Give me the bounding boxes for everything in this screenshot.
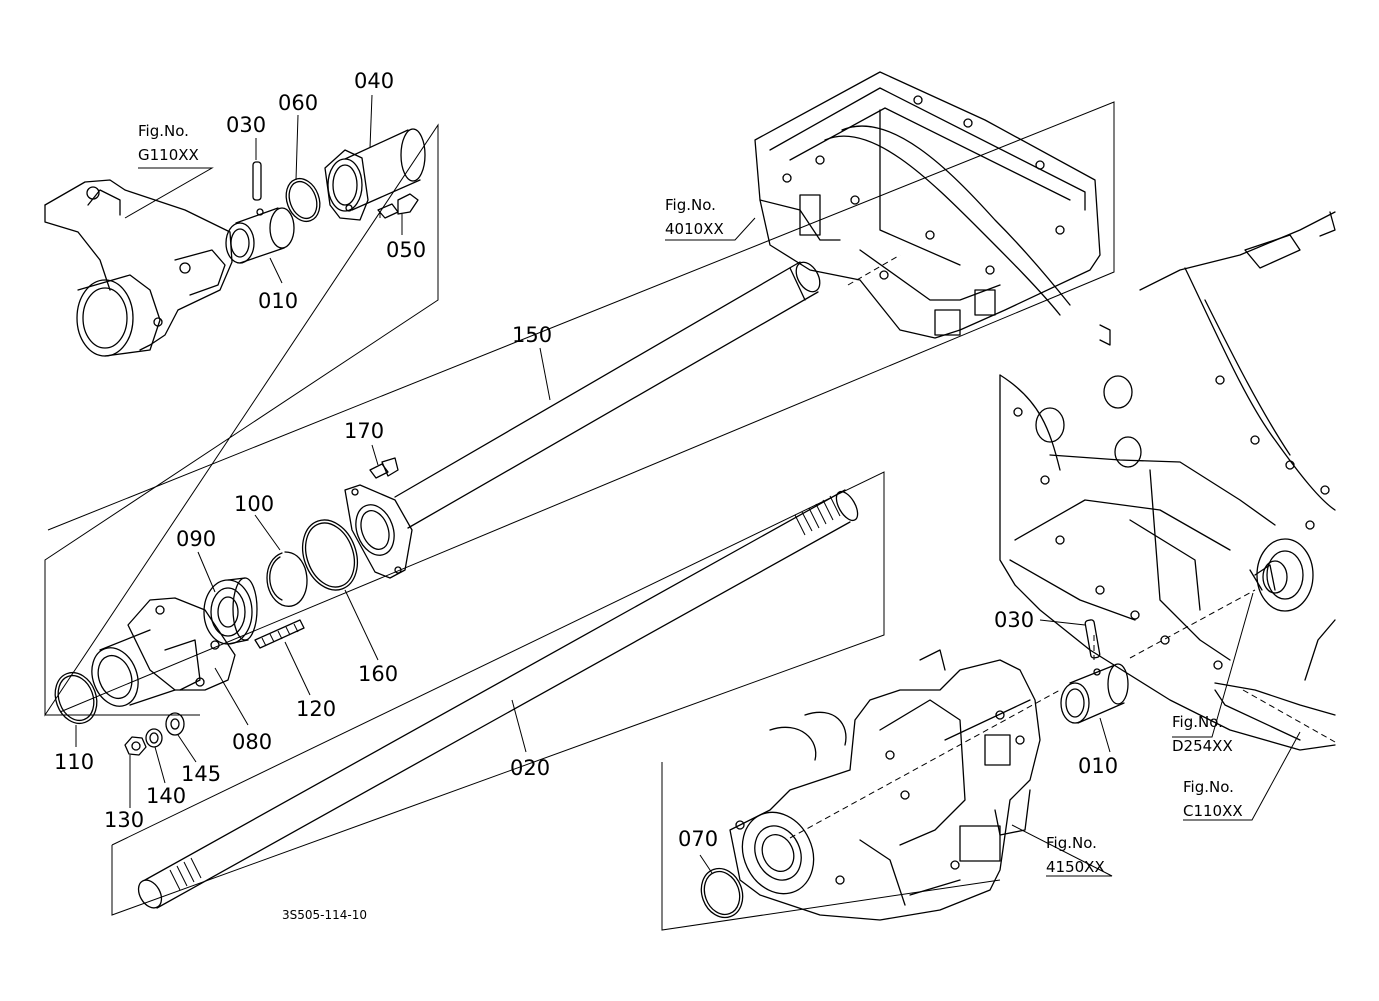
label-020: 020: [510, 756, 550, 780]
nut-130: [124, 736, 147, 756]
fig-ref-d254-line2: D254XX: [1172, 737, 1233, 755]
snap-ring-100: [266, 551, 308, 607]
tube-150: [394, 261, 821, 529]
label-030-lower: 030: [994, 608, 1034, 632]
label-040: 040: [354, 69, 394, 93]
flange-plate: [344, 484, 413, 579]
fig-ref-d254-line1: Fig.No.: [1172, 713, 1223, 731]
pin-030-upper: [252, 161, 262, 201]
lock-washer-140: [145, 728, 163, 748]
fig-ref-g110-line2: G110XX: [138, 146, 199, 164]
flanged-sleeve-040: [324, 128, 426, 221]
label-070: 070: [678, 827, 718, 851]
label-150: 150: [512, 323, 552, 347]
fig-ref-c110-line1: Fig.No.: [1183, 778, 1234, 796]
label-170: 170: [344, 419, 384, 443]
shaft-020: [137, 489, 859, 909]
label-010-upper: 010: [258, 289, 298, 313]
fig-ref-4150-line1: Fig.No.: [1046, 834, 1097, 852]
label-160: 160: [358, 662, 398, 686]
sleeve-010-lower: [1060, 663, 1129, 724]
fig-ref-4010-line2: 4010XX: [665, 220, 724, 238]
label-145: 145: [181, 762, 221, 786]
bearing-090: [203, 577, 258, 645]
pin-030-lower: [1084, 619, 1101, 659]
label-130: 130: [104, 808, 144, 832]
o-ring-060: [285, 177, 321, 223]
sleeve-010-upper: [225, 207, 295, 264]
fig-ref-4010-line1: Fig.No.: [665, 196, 716, 214]
washer-145: [165, 712, 185, 736]
label-080: 080: [232, 730, 272, 754]
label-120: 120: [296, 697, 336, 721]
bolt-170: [369, 457, 399, 479]
o-ring-110: [54, 671, 98, 725]
transmission-case: [999, 211, 1336, 751]
o-ring-160: [301, 519, 359, 591]
label-060: 060: [278, 91, 318, 115]
label-090: 090: [176, 527, 216, 551]
drawing-code: 3S505-114-10: [282, 908, 367, 922]
label-110: 110: [54, 750, 94, 774]
stud-120: [254, 619, 305, 649]
bracket-housing-g110: [44, 179, 233, 357]
fig-ref-c110-line2: C110XX: [1183, 802, 1243, 820]
label-140: 140: [146, 784, 186, 808]
label-010-lower: 010: [1078, 754, 1118, 778]
housing-4010: [754, 71, 1101, 339]
bolt-050: [377, 193, 419, 219]
label-030-upper: 030: [226, 113, 266, 137]
housing-080: [91, 597, 236, 707]
o-ring-070: [700, 867, 744, 919]
fig-ref-4150-line2: 4150XX: [1046, 858, 1105, 876]
label-100: 100: [234, 492, 274, 516]
label-050: 050: [386, 238, 426, 262]
housing-4150: [729, 649, 1041, 921]
fig-ref-g110-line1: Fig.No.: [138, 122, 189, 140]
